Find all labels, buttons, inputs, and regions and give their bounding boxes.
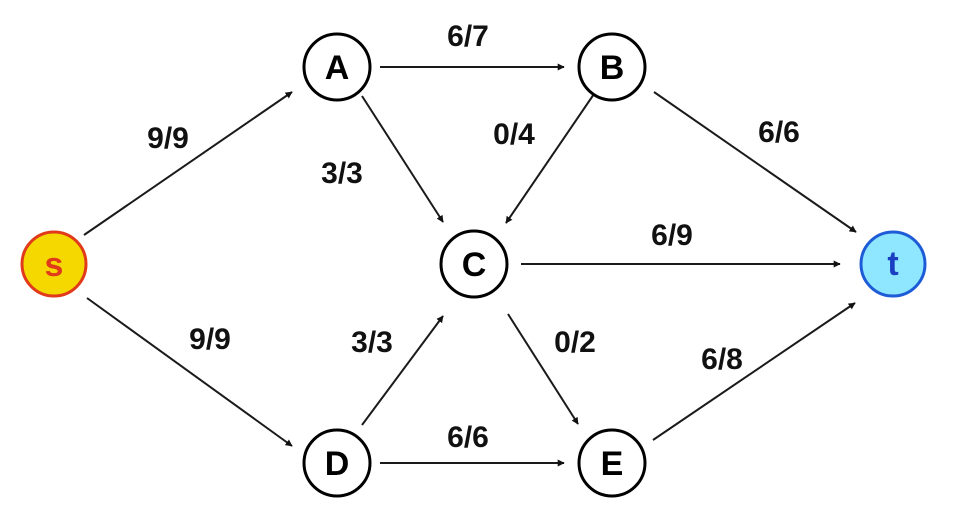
edge-c-e-line: [507, 313, 579, 425]
edge-s-d-label: 9/9: [189, 323, 231, 356]
node-b-circle: [577, 32, 647, 102]
node-a: A: [302, 32, 372, 102]
node-b-label: B: [600, 49, 625, 87]
node-a-circle: [302, 32, 372, 102]
edge-d-c-line: [361, 315, 444, 426]
edge-b-t-label: 6/6: [758, 116, 800, 149]
edge-b-c-line: [505, 93, 595, 224]
edge-d-c-label: 3/3: [351, 326, 393, 359]
node-c-label: C: [462, 246, 487, 284]
edge-e-t-line: [652, 302, 856, 441]
node-t: t: [859, 230, 927, 298]
edge-a-c-label: 3/3: [321, 157, 363, 190]
node-t-label: t: [887, 245, 898, 283]
edge-c-e: 0/2: [507, 313, 596, 425]
edge-s-d: 9/9: [86, 297, 293, 447]
edge-d-c: 3/3: [351, 315, 444, 426]
edge-b-c-label: 0/4: [493, 118, 535, 151]
edge-a-c: 3/3: [321, 95, 444, 223]
edge-c-t-label: 6/9: [651, 219, 693, 252]
edge-a-b-label: 6/7: [447, 20, 489, 53]
edge-d-e-label: 6/6: [447, 421, 489, 454]
node-e-circle: [577, 428, 647, 498]
edge-c-e-label: 0/2: [554, 326, 596, 359]
edge-s-d-line: [86, 297, 293, 447]
node-c-circle: [439, 229, 509, 299]
node-t-circle: [859, 230, 927, 298]
edge-e-t: 6/8: [652, 302, 856, 441]
edge-s-a: 9/9: [83, 91, 293, 236]
edge-a-c-line: [361, 95, 444, 223]
node-d-circle: [302, 428, 372, 498]
edge-b-t-line: [653, 91, 857, 233]
node-s: s: [20, 230, 88, 298]
edge-a-b: 6/7: [380, 20, 565, 71]
node-d-label: D: [325, 445, 350, 483]
node-e-label: E: [601, 445, 624, 483]
node-e: E: [577, 428, 647, 498]
node-d: D: [302, 428, 372, 498]
edge-e-t-label: 6/8: [701, 343, 743, 376]
node-s-circle: [20, 230, 88, 298]
edge-c-t: 6/9: [521, 219, 841, 268]
node-s-label: s: [45, 246, 64, 284]
node-c: C: [439, 229, 509, 299]
edge-s-a-label: 9/9: [147, 122, 189, 155]
node-a-label: A: [325, 49, 350, 87]
edge-b-t: 6/6: [653, 91, 857, 233]
edge-b-c: 0/4: [493, 93, 595, 224]
edge-s-a-line: [83, 91, 293, 236]
node-b: B: [577, 32, 647, 102]
edge-d-e: 6/6: [380, 421, 565, 467]
